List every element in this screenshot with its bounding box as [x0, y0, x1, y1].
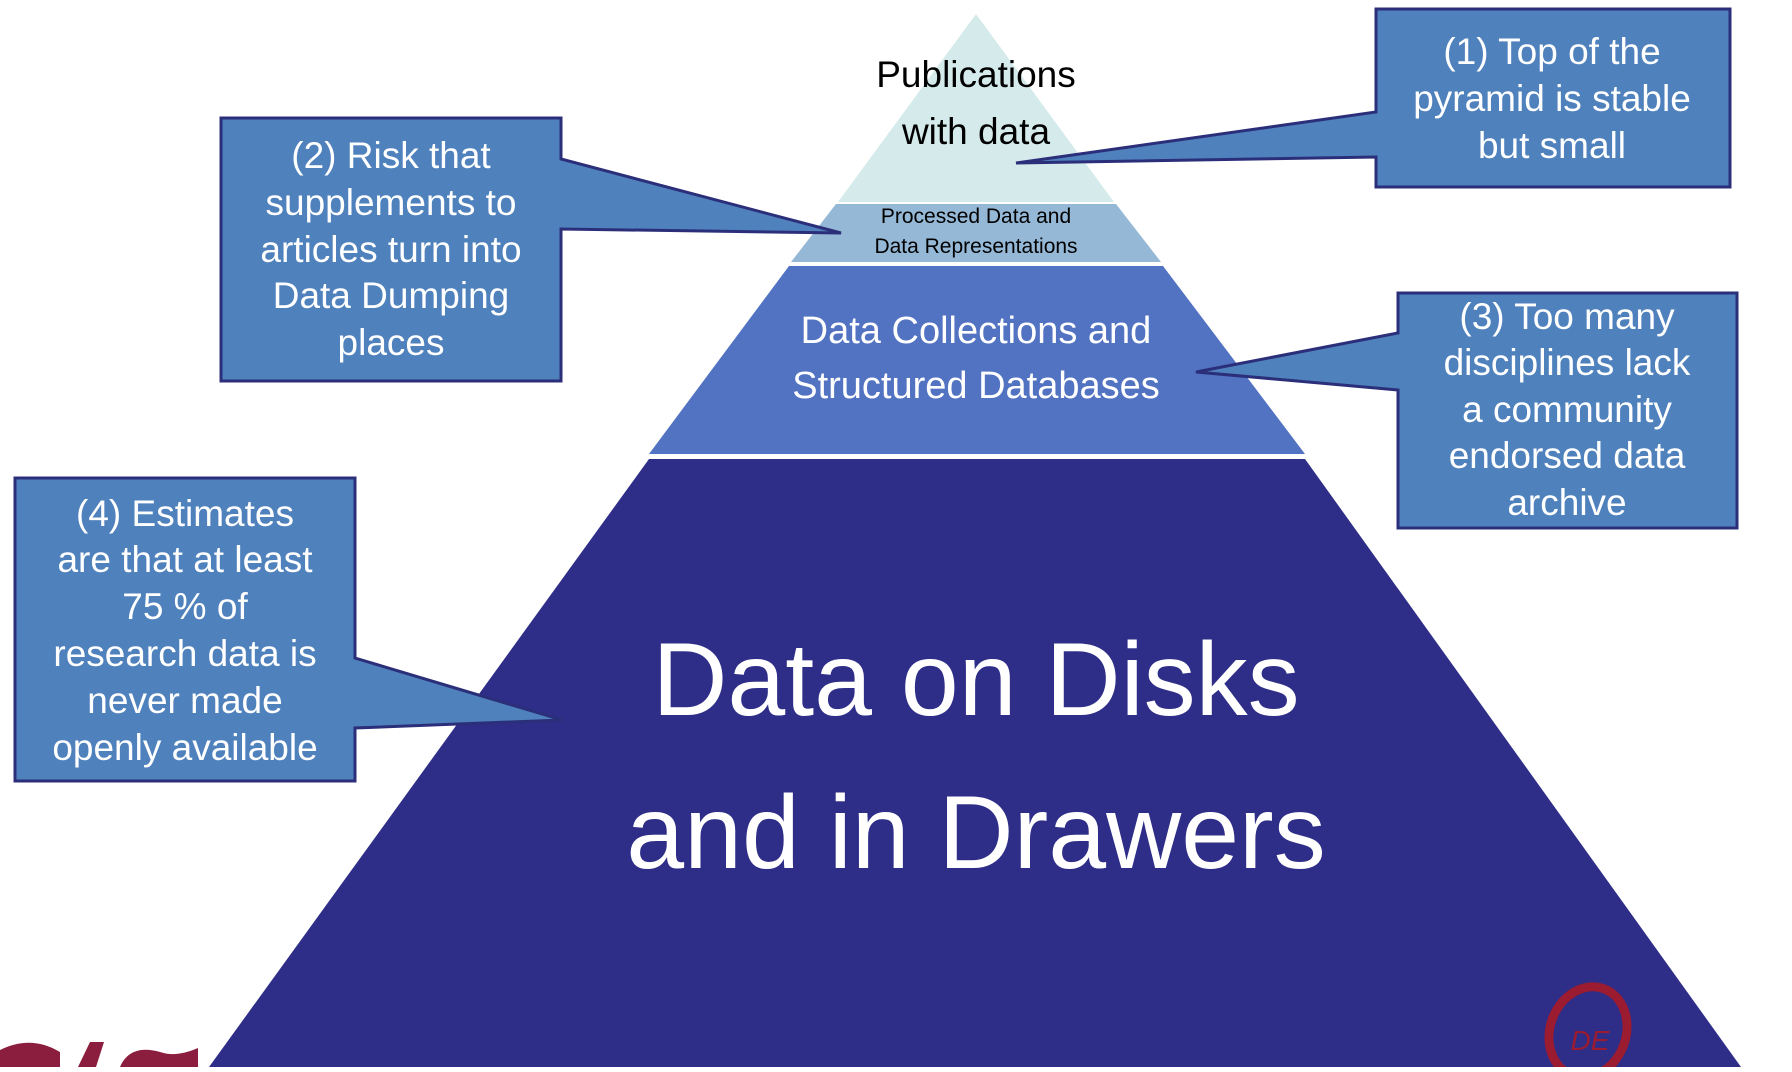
level-label-top-line1: Publications	[876, 54, 1076, 95]
logo-left-partial	[0, 1042, 198, 1067]
callout-4-line4: research data is	[53, 633, 316, 674]
level-label-second-line2: Data Representations	[874, 235, 1077, 258]
callout-2-line4: Data Dumping	[273, 275, 510, 316]
pyramid-level-third	[649, 266, 1305, 454]
callout-3-line4: endorsed data	[1449, 435, 1686, 476]
callout-3-line5: archive	[1507, 482, 1626, 523]
callout-3-line3: a community	[1462, 389, 1672, 430]
callout-2: (2) Risk that supplements to articles tu…	[219, 116, 842, 383]
callout-1-line1: (1) Top of the	[1443, 31, 1660, 72]
callout-3-shape	[1195, 291, 1739, 530]
callout-3-line2: disciplines lack	[1444, 342, 1691, 383]
logo-right-ring	[1544, 982, 1632, 1072]
callout-1-line3: but small	[1478, 125, 1626, 166]
callout-4-line3: 75 % of	[122, 586, 248, 627]
logo-right-letters: DE	[1571, 1025, 1610, 1056]
callout-1: (1) Top of the pyramid is stable but sma…	[1015, 7, 1732, 189]
pyramid-level-top	[838, 14, 1114, 202]
callout-4-line6: openly available	[52, 727, 317, 768]
logo-left-glyph	[0, 1042, 198, 1067]
callout-1-line2: pyramid is stable	[1413, 78, 1691, 119]
callout-4: (4) Estimates are that at least 75 % of …	[13, 476, 563, 783]
callout-1-shape	[1015, 7, 1732, 189]
callout-2-line2: supplements to	[266, 182, 517, 223]
level-label-base-line2: and in Drawers	[626, 775, 1325, 891]
callout-4-shape	[13, 476, 563, 783]
callout-3-line1: (3) Too many	[1459, 296, 1675, 337]
pyramid-level-base	[209, 459, 1741, 1067]
callout-2-line1: (2) Risk that	[291, 135, 491, 176]
callout-4-line1: (4) Estimates	[76, 493, 294, 534]
logo-right: DE	[1544, 982, 1632, 1072]
level-label-top-line2: with data	[901, 111, 1051, 152]
callout-2-shape	[219, 116, 842, 383]
callout-4-line5: never made	[87, 680, 282, 721]
pyramid-level-second	[791, 204, 1161, 262]
callout-4-line2: are that at least	[57, 539, 313, 580]
level-label-third-line1: Data Collections and	[801, 310, 1152, 352]
callout-2-line3: articles turn into	[260, 229, 521, 270]
level-label-base-line1: Data on Disks	[652, 622, 1299, 738]
callout-3: (3) Too many disciplines lack a communit…	[1195, 291, 1739, 530]
level-label-third-line2: Structured Databases	[792, 365, 1160, 407]
level-label-second-line1: Processed Data and	[881, 205, 1071, 228]
pyramid: Publications with data Processed Data an…	[209, 14, 1741, 1067]
callout-2-line5: places	[338, 322, 445, 363]
